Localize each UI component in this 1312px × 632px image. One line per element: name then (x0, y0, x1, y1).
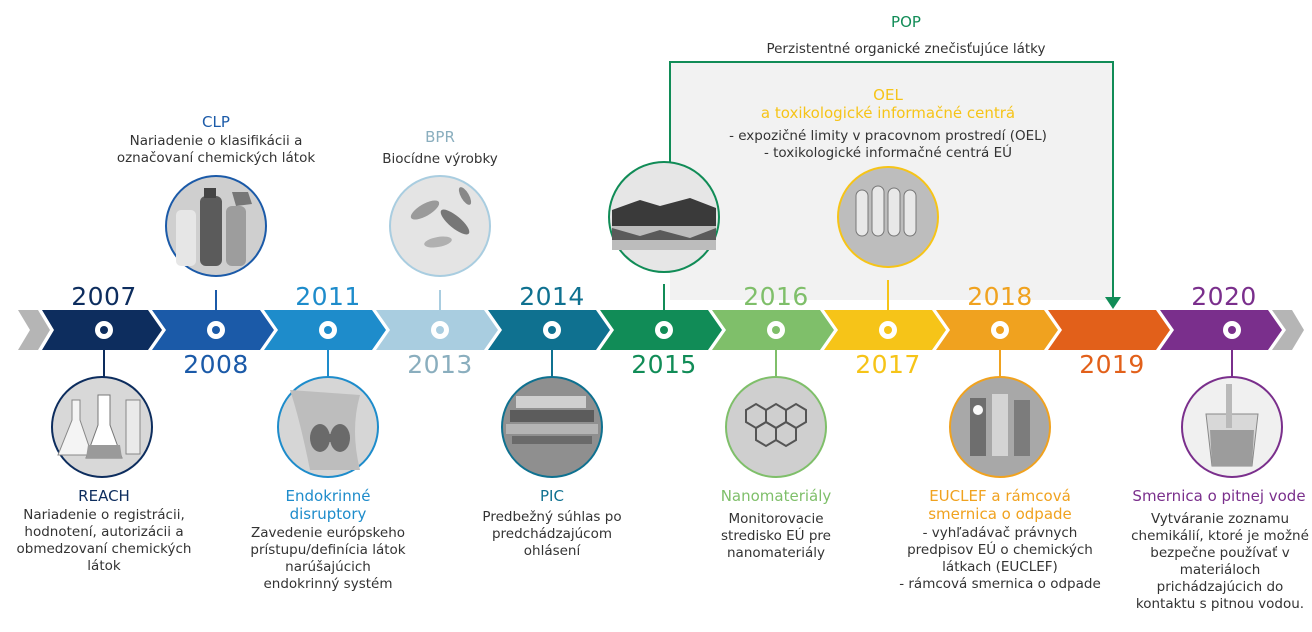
node-2007-core (100, 326, 108, 334)
node-2013-core (436, 326, 444, 334)
node-2014-core (548, 326, 556, 334)
event-desc-reach: Nariadenie o registrácii,hodnotení, auto… (16, 507, 192, 574)
lab-flasks-icon (51, 376, 153, 478)
event-title-clp: CLP (202, 113, 230, 131)
year-label: 2013 (407, 350, 473, 379)
year-label: 2017 (855, 350, 921, 379)
year-label: 2014 (519, 282, 585, 311)
water-glass-icon (1181, 376, 1283, 478)
segment-2019 (1048, 310, 1170, 350)
segment-lead (18, 310, 50, 350)
year-label: 2019 (1079, 350, 1145, 379)
pop-connector-arrowhead (1105, 297, 1121, 309)
node-2016-core (772, 326, 780, 334)
event-desc-pop: Perzistentné organické znečisťujúce látk… (766, 41, 1046, 57)
bacteria-icon (389, 175, 491, 277)
node-2020-core (1228, 326, 1236, 334)
harbour-icon (501, 376, 603, 478)
event-title-reach: REACH (78, 487, 130, 505)
cleaning-bottles-icon (165, 175, 267, 277)
node-2017-core (884, 326, 892, 334)
year-label: 2018 (967, 282, 1033, 311)
node-2008-core (212, 326, 220, 334)
year-label: 2016 (743, 282, 809, 311)
year-label: 2008 (183, 350, 249, 379)
event-title-pop: POP (891, 13, 921, 31)
year-label: 2007 (71, 282, 137, 311)
segment-2020 (1160, 310, 1282, 350)
graphene-icon (725, 376, 827, 478)
event-title-pic: PIC (540, 487, 564, 505)
year-label: 2015 (631, 350, 697, 379)
event-title-water: Smernica o pitnej vode (1132, 487, 1306, 505)
lake-landscape-icon (608, 161, 720, 273)
lab-samples-icon (837, 166, 939, 268)
thyroid-icon (277, 376, 379, 478)
waste-recycling-icon (949, 376, 1051, 478)
year-label: 2020 (1191, 282, 1257, 311)
node-2018-core (996, 326, 1004, 334)
node-2011-core (324, 326, 332, 334)
segment-tail (1272, 310, 1304, 350)
node-2015-core (660, 326, 668, 334)
event-desc-bpr: Biocídne výrobky (382, 151, 498, 167)
pop-connector-line (669, 61, 1114, 298)
year-label: 2011 (295, 282, 361, 311)
event-title-bpr: BPR (425, 128, 455, 146)
event-title-nano: Nanomateriály (720, 487, 832, 505)
event-desc-oel: - expozičné limity v pracovnom prostredí… (729, 128, 1047, 161)
